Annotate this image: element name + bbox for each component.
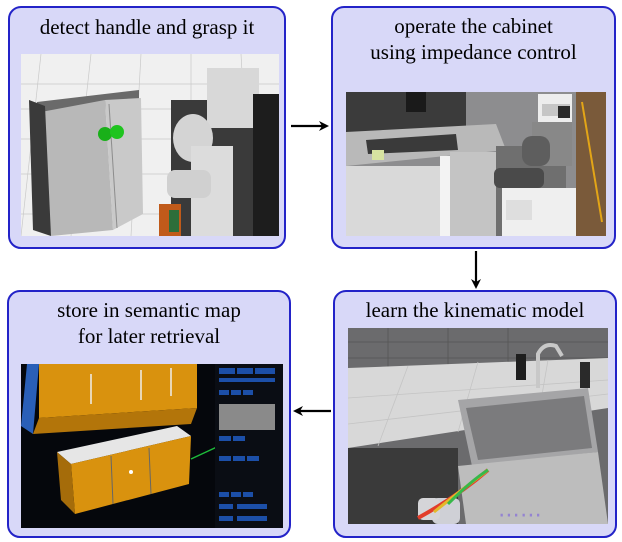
- handle-marker-icon: [98, 127, 112, 141]
- panel-caption: detect handle and grasp it: [10, 14, 284, 40]
- panel-caption: learn the kinematic model: [335, 297, 615, 323]
- caption-line: learn the kinematic model: [365, 298, 585, 322]
- panel-operate-cabinet: operate the cabinet using impedance cont…: [331, 6, 616, 249]
- kitchen-trajectory-photo: ⋯⋯: [348, 328, 608, 524]
- semantic-map-view: [21, 364, 283, 528]
- panel-learn-model: learn the kinematic model: [333, 290, 617, 538]
- caption-line: store in semantic map: [57, 298, 241, 322]
- caption-line: operate the cabinet: [394, 14, 553, 38]
- svg-text:⋯⋯: ⋯⋯: [498, 503, 542, 524]
- arrow-down-icon: [471, 251, 481, 289]
- caption-line: detect handle and grasp it: [39, 15, 255, 39]
- point-cloud-image: [21, 54, 279, 236]
- caption-line: using impedance control: [370, 40, 577, 64]
- panel-caption: store in semantic map for later retrieva…: [9, 297, 289, 349]
- robot-cabinet-photo: [346, 92, 606, 236]
- arrow-right-icon: [291, 121, 329, 131]
- panel-detect-grasp: detect handle and grasp it: [8, 6, 286, 249]
- arrow-left-icon: [293, 406, 331, 416]
- panel-semantic-map: store in semantic map for later retrieva…: [7, 290, 291, 538]
- panel-caption: operate the cabinet using impedance cont…: [333, 13, 614, 65]
- caption-line: for later retrieval: [77, 324, 221, 348]
